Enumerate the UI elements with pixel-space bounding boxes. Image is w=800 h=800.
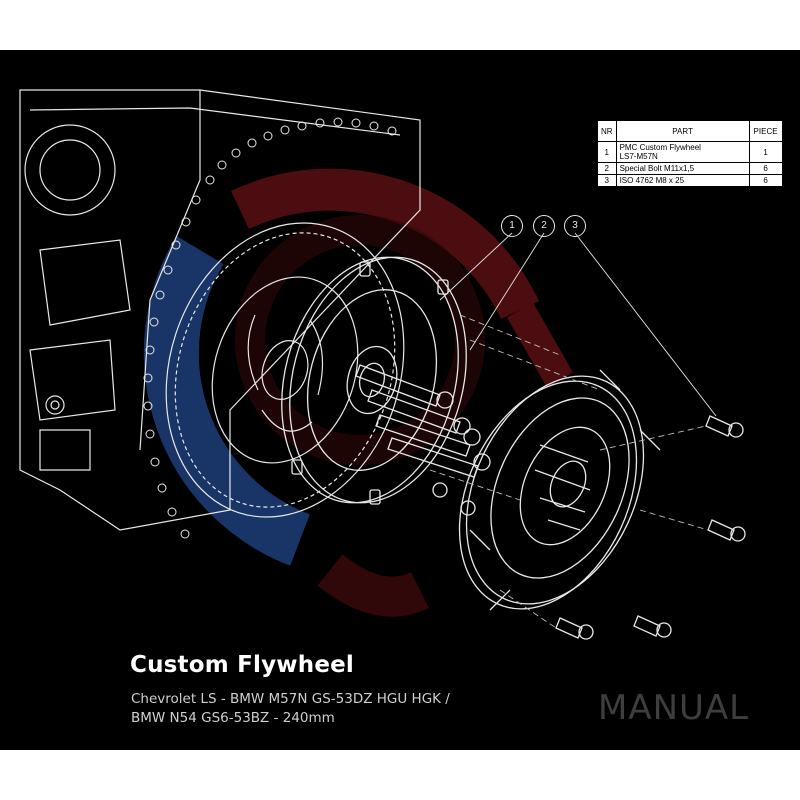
row-piece: 1 <box>748 141 783 163</box>
row-part: ISO 4762 M8 x 25 <box>615 174 750 187</box>
callout-leaders <box>439 232 717 417</box>
row-piece: 6 <box>748 162 783 175</box>
clutch-pressure-plate-drawing <box>458 369 661 611</box>
subtitle-line-2: BMW N54 GS6-53BZ - 240mm <box>131 710 335 726</box>
header-nr: NR <box>597 120 617 142</box>
row-piece: 6 <box>748 174 783 187</box>
parts-table-header: NR PART PIECE <box>597 120 783 142</box>
row-nr: 3 <box>597 174 617 187</box>
row-part: Special Bolt M11x1,5 <box>615 162 750 175</box>
subtitle-line-1: Chevrolet LS - BMW M57N GS-53DZ HGU HGK … <box>131 691 450 707</box>
flexplate-drawing <box>165 222 405 518</box>
page-title: Custom Flywheel <box>130 652 355 678</box>
callout-3: 3 <box>564 215 586 237</box>
row-nr: 2 <box>597 162 617 175</box>
table-row: 3 ISO 4762 M8 x 25 6 <box>597 174 783 187</box>
diagram-panel: 1 2 3 NR PART PIECE 1 PMC Custom Flywhee… <box>0 50 800 750</box>
row-part-line2: LS7-M57N <box>619 152 658 161</box>
brand-logo-watermark <box>143 168 574 617</box>
m8-bolts-drawing <box>555 415 746 640</box>
engine-bolt-row <box>143 117 397 539</box>
table-row: 2 Special Bolt M11x1,5 6 <box>597 162 783 175</box>
row-nr: 1 <box>597 141 617 163</box>
row-part-line1: PMC Custom Flywheel <box>619 143 701 152</box>
assembly-axis-lines <box>429 314 709 629</box>
callout-2: 2 <box>533 215 555 237</box>
header-piece: PIECE <box>748 120 783 142</box>
manual-watermark: MANUAL <box>598 688 750 728</box>
header-part: PART <box>615 120 750 142</box>
engine-block-drawing <box>19 89 421 531</box>
exploded-assembly-drawing <box>19 89 746 640</box>
callout-1: 1 <box>501 215 523 237</box>
special-bolts-drawing <box>355 364 491 516</box>
